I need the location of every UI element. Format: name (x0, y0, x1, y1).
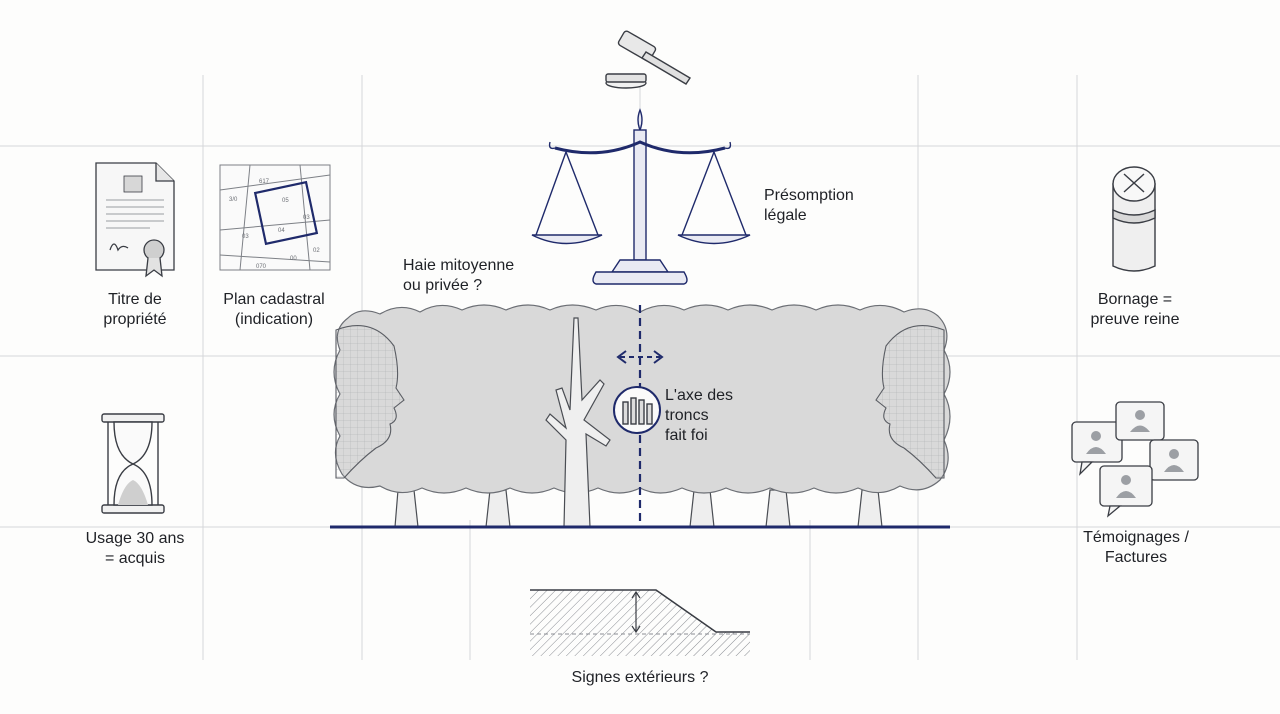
label-line: Usage 30 ans (85, 530, 185, 547)
cadastre-number: 05 (282, 198, 289, 204)
label-line: troncs (665, 407, 709, 424)
label-line: ou privée ? (403, 277, 483, 294)
label-line: preuve reine (1090, 311, 1180, 328)
label-line: Bornage = (1097, 291, 1173, 308)
label-line: (indication) (234, 311, 314, 328)
label-line: = acquis (104, 550, 166, 567)
label-usage-30-ans: Usage 30 ans = acquis (72, 529, 198, 569)
trunks-icon (613, 386, 661, 434)
hourglass-icon (101, 413, 165, 514)
cadastre-number: 617 (259, 179, 270, 185)
boundary-marker-icon (1112, 166, 1156, 272)
cadastre-number: 03 (303, 215, 310, 221)
label-line: Haie mitoyenne (403, 257, 515, 274)
label-line: Signes extérieurs ? (571, 669, 709, 686)
cadastre-numbers: 617 3/0 05 03 04 03 02 070 00 (229, 179, 320, 270)
label-line: Plan cadastral (223, 291, 325, 308)
document-seal-icon (95, 162, 175, 278)
speech-bubbles-icon (1071, 401, 1199, 518)
label-line: Présomption (764, 187, 854, 204)
label-line: L'axe des (665, 387, 733, 404)
gavel-icon (605, 30, 691, 89)
cadastre-number: 3/0 (229, 197, 238, 203)
label-line: Titre de (108, 291, 162, 308)
label-haie-mitoyenne: Haie mitoyenne ou privée ? (403, 256, 514, 296)
label-bornage: Bornage = preuve reine (1076, 290, 1194, 330)
label-line: fait foi (665, 427, 708, 444)
slope-section-icon (530, 589, 750, 656)
label-temoignages-factures: Témoignages / Factures (1070, 528, 1202, 568)
label-plan-cadastral: Plan cadastral (indication) (212, 290, 336, 330)
cadastre-number: 04 (278, 228, 285, 234)
cadastre-number: 00 (290, 256, 297, 262)
double-arrow-icon (616, 350, 664, 364)
label-signes-exterieurs: Signes extérieurs ? (560, 668, 720, 688)
cadastre-number: 070 (256, 264, 267, 270)
label-titre-de-propriete: Titre de propriété (80, 290, 190, 330)
scales-of-justice-icon (531, 108, 751, 285)
label-line: propriété (103, 311, 167, 328)
cadastre-number: 02 (313, 248, 320, 254)
label-axe-des-troncs: L'axe des troncs fait foi (665, 386, 733, 446)
cadastral-map-icon (219, 164, 331, 271)
label-line: Témoignages / (1083, 529, 1189, 546)
label-line: légale (764, 207, 807, 224)
cadastre-number: 03 (242, 234, 249, 240)
label-presomption-legale: Présomption légale (764, 186, 854, 226)
label-line: Factures (1104, 549, 1168, 566)
